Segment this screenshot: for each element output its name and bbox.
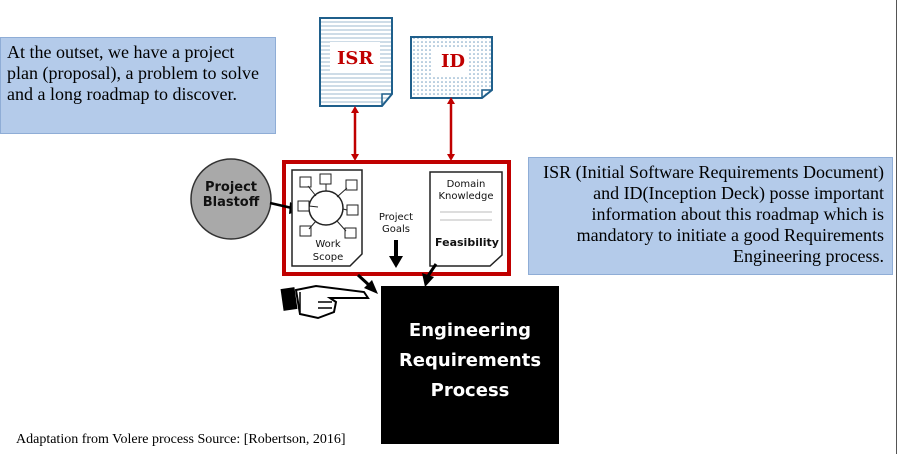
source-note: Adaptation from Volere process Source: [… bbox=[16, 432, 346, 447]
right-callout-text: ISR (Initial Software Requirements Docum… bbox=[543, 162, 884, 266]
right-callout: ISR (Initial Software Requirements Docum… bbox=[528, 157, 893, 275]
process-label: Engineering Requirements Process bbox=[398, 320, 542, 401]
project-blastoff-label: Project Blastoff bbox=[202, 180, 260, 210]
isr-document-icon bbox=[319, 17, 393, 107]
page-edge-rule bbox=[896, 0, 897, 454]
feasibility-label: Feasibility bbox=[435, 236, 499, 249]
connector-id bbox=[447, 97, 455, 161]
goals-arrow bbox=[389, 256, 403, 268]
left-callout-text: At the outset, we have a project plan (p… bbox=[7, 42, 259, 104]
connector-isr bbox=[351, 106, 359, 161]
domain-knowledge-page bbox=[429, 171, 503, 267]
work-scope-page bbox=[291, 169, 363, 267]
process-box bbox=[381, 286, 559, 444]
domain-knowledge-label: Domain Knowledge bbox=[438, 179, 494, 202]
id-label: ID bbox=[441, 51, 466, 72]
isr-label: ISR bbox=[337, 48, 374, 69]
left-down-arrow bbox=[364, 280, 378, 294]
project-goals-label: Project Goals bbox=[378, 212, 414, 235]
left-callout: At the outset, we have a project plan (p… bbox=[0, 37, 276, 134]
pointing-hand-icon bbox=[280, 284, 370, 320]
id-document-icon bbox=[410, 36, 493, 99]
blastoff-circle bbox=[190, 158, 272, 240]
right-down-arrow bbox=[422, 273, 434, 287]
work-scope-label: Work Scope bbox=[312, 239, 344, 263]
